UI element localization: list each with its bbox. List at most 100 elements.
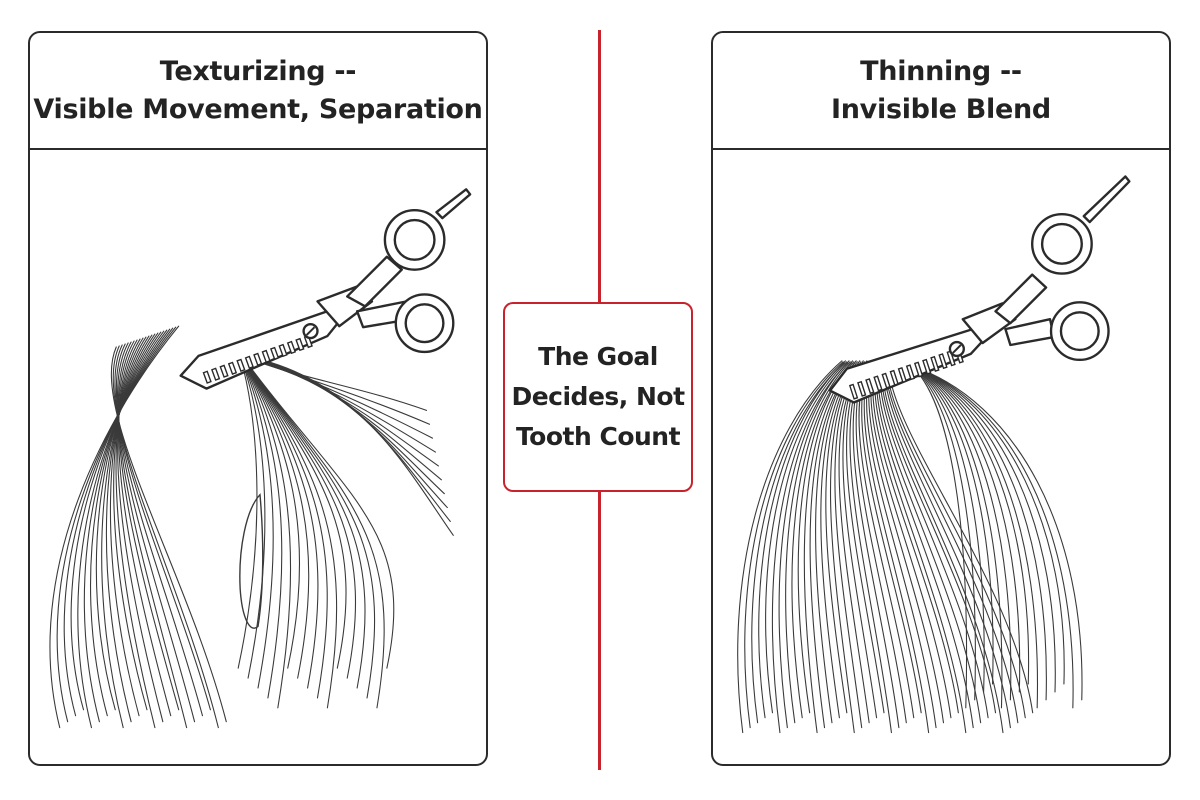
- shear-tooth: [922, 358, 932, 375]
- hair-strand: [63, 327, 174, 717]
- hair-strand: [117, 341, 188, 729]
- hair-strand: [237, 350, 283, 699]
- thinning-shears-icon: [179, 188, 472, 390]
- hair-strand: [115, 343, 204, 717]
- hair-strand: [110, 346, 227, 723]
- hair-strand: [879, 360, 989, 719]
- hair-strand: [112, 345, 219, 729]
- shear-tooth: [278, 343, 288, 358]
- hair-strand: [77, 329, 168, 729]
- hair-strand: [237, 350, 347, 669]
- shear-tooth: [253, 352, 263, 367]
- shear-tooth: [236, 358, 246, 372]
- hair-strand: [105, 334, 153, 723]
- hair-strand: [910, 365, 1012, 701]
- goal-callout-line3: Tooth Count: [515, 422, 681, 451]
- hair-strand: [113, 336, 148, 711]
- hair-strand: [101, 333, 156, 729]
- shear-tooth: [913, 361, 924, 378]
- hair-strand: [237, 350, 357, 679]
- shear-tooth: [873, 375, 883, 392]
- hair-strand: [910, 365, 976, 701]
- hair-strand: [910, 365, 1021, 693]
- shear-tooth: [211, 367, 221, 381]
- shear-tooth: [905, 364, 916, 381]
- separated-hair-illustration: [49, 325, 454, 729]
- shear-tooth: [202, 370, 212, 384]
- thinning-shears-icon: [828, 175, 1131, 404]
- hair-strand: [778, 360, 850, 729]
- hair-strand: [910, 365, 1039, 709]
- hair-strand: [758, 360, 846, 719]
- blended-hair-illustration: [737, 360, 1083, 734]
- thinning-title-line2: Invisible Blend: [831, 93, 1051, 125]
- hair-strand: [910, 365, 1056, 693]
- hair-strand: [237, 350, 385, 709]
- hair-strand: [910, 365, 994, 685]
- hair-strand: [115, 337, 156, 729]
- shear-tooth: [295, 337, 305, 352]
- shear-tooth: [219, 364, 229, 378]
- left-ear-shape: [239, 493, 264, 629]
- hair-strand: [771, 362, 849, 734]
- shear-tooth: [261, 349, 271, 364]
- shear-tooth: [244, 355, 254, 370]
- hair-strand: [877, 362, 982, 724]
- shear-tooth: [857, 380, 867, 397]
- hair-strand: [95, 332, 159, 711]
- hair-strand: [237, 350, 395, 669]
- shear-tooth: [897, 367, 908, 384]
- hair-strand: [237, 350, 301, 669]
- hair-strand: [883, 360, 1011, 729]
- hair-strand: [797, 360, 854, 714]
- hair-strand: [237, 350, 328, 699]
- hair-strand: [820, 361, 858, 719]
- texturizing-panel: Texturizing -- Visible Movement, Separat…: [28, 31, 488, 766]
- shear-tooth: [889, 369, 899, 386]
- hair-strand: [56, 326, 177, 723]
- center-divider-top: [598, 30, 601, 302]
- shear-tooth: [938, 353, 948, 370]
- goal-callout-box: The Goal Decides, Not Tooth Count: [503, 302, 693, 492]
- hair-strand: [237, 350, 338, 709]
- hair-strand: [237, 350, 366, 689]
- hair-strand: [765, 361, 848, 714]
- hair-strand: [737, 360, 843, 734]
- hair-strand: [237, 350, 258, 669]
- hair-strand: [886, 362, 1026, 719]
- hair-strand: [237, 350, 266, 679]
- hair-strand: [744, 361, 844, 729]
- hair-strand: [852, 360, 900, 729]
- center-divider-bottom: [598, 492, 601, 770]
- hair-strand: [910, 365, 968, 709]
- hair-strand: [910, 365, 1003, 709]
- hair-strand: [885, 361, 1019, 724]
- hair-strand: [863, 361, 930, 734]
- hair-strand: [910, 365, 1030, 685]
- hair-strand: [785, 361, 851, 724]
- hair-strand: [237, 350, 376, 699]
- hair-strand: [882, 362, 1004, 734]
- hair-strand: [751, 362, 845, 724]
- shear-tooth: [227, 361, 238, 375]
- texturizing-panel-header: Texturizing -- Visible Movement, Separat…: [30, 33, 486, 150]
- hair-strand: [117, 342, 196, 723]
- hair-strand: [910, 365, 1065, 685]
- goal-callout-line2: Decides, Not: [511, 382, 685, 411]
- hair-strand: [70, 328, 171, 711]
- shear-tooth: [848, 383, 859, 400]
- hair-strand: [242, 355, 454, 536]
- hair-strand: [237, 350, 274, 689]
- shear-tooth: [865, 378, 875, 395]
- hair-strand: [237, 350, 310, 679]
- thinning-panel-header: Thinning -- Invisible Blend: [713, 33, 1169, 150]
- texturizing-title-line1: Texturizing --: [159, 55, 357, 87]
- hair-strand: [117, 339, 172, 717]
- hair-strand: [875, 361, 974, 729]
- hair-strand: [117, 338, 164, 723]
- hair-strand: [109, 335, 150, 717]
- hair-strand: [791, 362, 852, 719]
- texturizing-title-line2: Visible Movement, Separation: [33, 93, 483, 125]
- hair-strand: [910, 365, 985, 693]
- shear-tooth: [881, 372, 891, 389]
